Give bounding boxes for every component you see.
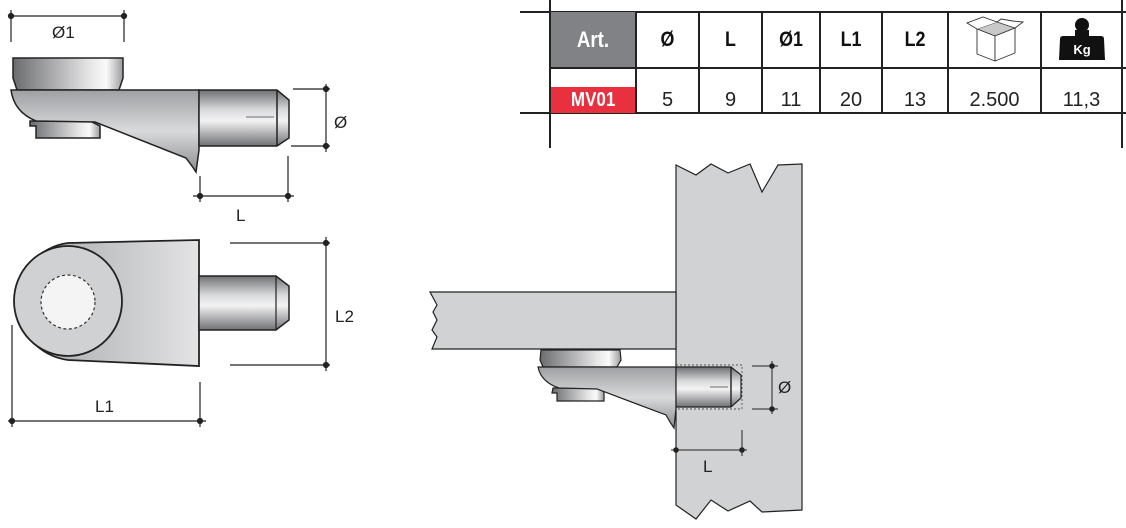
dimension-length xyxy=(671,430,747,456)
header-diameter1: Ø1 xyxy=(779,27,803,51)
col-divider xyxy=(881,12,883,113)
dimension-length1 xyxy=(8,325,206,427)
dimension-length xyxy=(193,156,294,202)
col-divider xyxy=(698,12,700,113)
cell-diameter: 5 xyxy=(661,89,674,111)
assembly-view: Ø L xyxy=(428,163,803,520)
table-rule-left xyxy=(549,0,551,148)
col-divider xyxy=(761,12,763,113)
header-art-label: Art. xyxy=(576,26,610,52)
header-length2: L2 xyxy=(904,27,926,51)
bottom-disc xyxy=(29,120,101,139)
side-view: Ø1 Ø L xyxy=(7,10,347,225)
dim-label-length: L xyxy=(703,457,712,476)
cell-art: MV01 xyxy=(551,67,635,113)
dim-label-length: L xyxy=(236,206,245,225)
dim-label-diameter1: Ø1 xyxy=(52,23,75,42)
dim-label-length1: L1 xyxy=(95,397,114,416)
cell-length: 9 xyxy=(724,89,737,111)
shelf-board xyxy=(428,291,677,350)
header-art: Art. xyxy=(551,12,635,67)
bottom-disc xyxy=(551,387,605,402)
hole-outline xyxy=(40,274,96,330)
article-code-badge: MV01 xyxy=(551,87,635,113)
dim-label-diameter: Ø xyxy=(778,378,791,397)
box-icon xyxy=(965,16,1024,62)
col-divider xyxy=(1040,12,1042,113)
table-rule-top xyxy=(520,11,1126,13)
bracket-body xyxy=(537,366,677,430)
side-panel xyxy=(675,163,803,520)
cell-length1: 20 xyxy=(839,89,863,111)
dimension-diameter xyxy=(291,84,330,152)
header-weight: Kg xyxy=(1042,12,1121,67)
dimension-diameter xyxy=(752,361,778,414)
dimension-diameter1 xyxy=(7,10,128,42)
weight-icon: Kg xyxy=(1058,17,1105,60)
header-length: L xyxy=(725,27,736,51)
col-divider xyxy=(819,12,821,113)
table-rule-middle xyxy=(550,67,1126,69)
cap-disc xyxy=(12,57,124,91)
col-divider xyxy=(947,12,949,113)
pin xyxy=(198,89,290,147)
cell-weight: 11,3 xyxy=(1062,89,1101,111)
header-diameter: Ø xyxy=(660,27,675,51)
header-package xyxy=(949,12,1040,67)
cap-disc xyxy=(539,349,622,368)
cell-diameter1: 11 xyxy=(780,89,802,111)
bracket-body xyxy=(10,89,200,175)
header-length1: L1 xyxy=(840,27,862,51)
dim-label-diameter: Ø xyxy=(334,113,347,132)
top-view: L2 L1 xyxy=(8,237,354,427)
dim-label-length2: L2 xyxy=(335,307,354,326)
col-divider xyxy=(635,12,637,113)
table-rule-bottom xyxy=(520,112,1126,114)
cell-package: 2.500 xyxy=(969,89,1020,111)
spec-table: Art. Ø L Ø1 L1 L2 Kg MV01 5 9 11 20 13 2… xyxy=(520,0,1126,150)
article-code: MV01 xyxy=(570,88,616,111)
table-rule-right xyxy=(1121,0,1123,148)
dimension-length2 xyxy=(230,237,330,371)
weight-icon-label: Kg xyxy=(1073,42,1090,57)
cell-length2: 13 xyxy=(903,89,927,111)
